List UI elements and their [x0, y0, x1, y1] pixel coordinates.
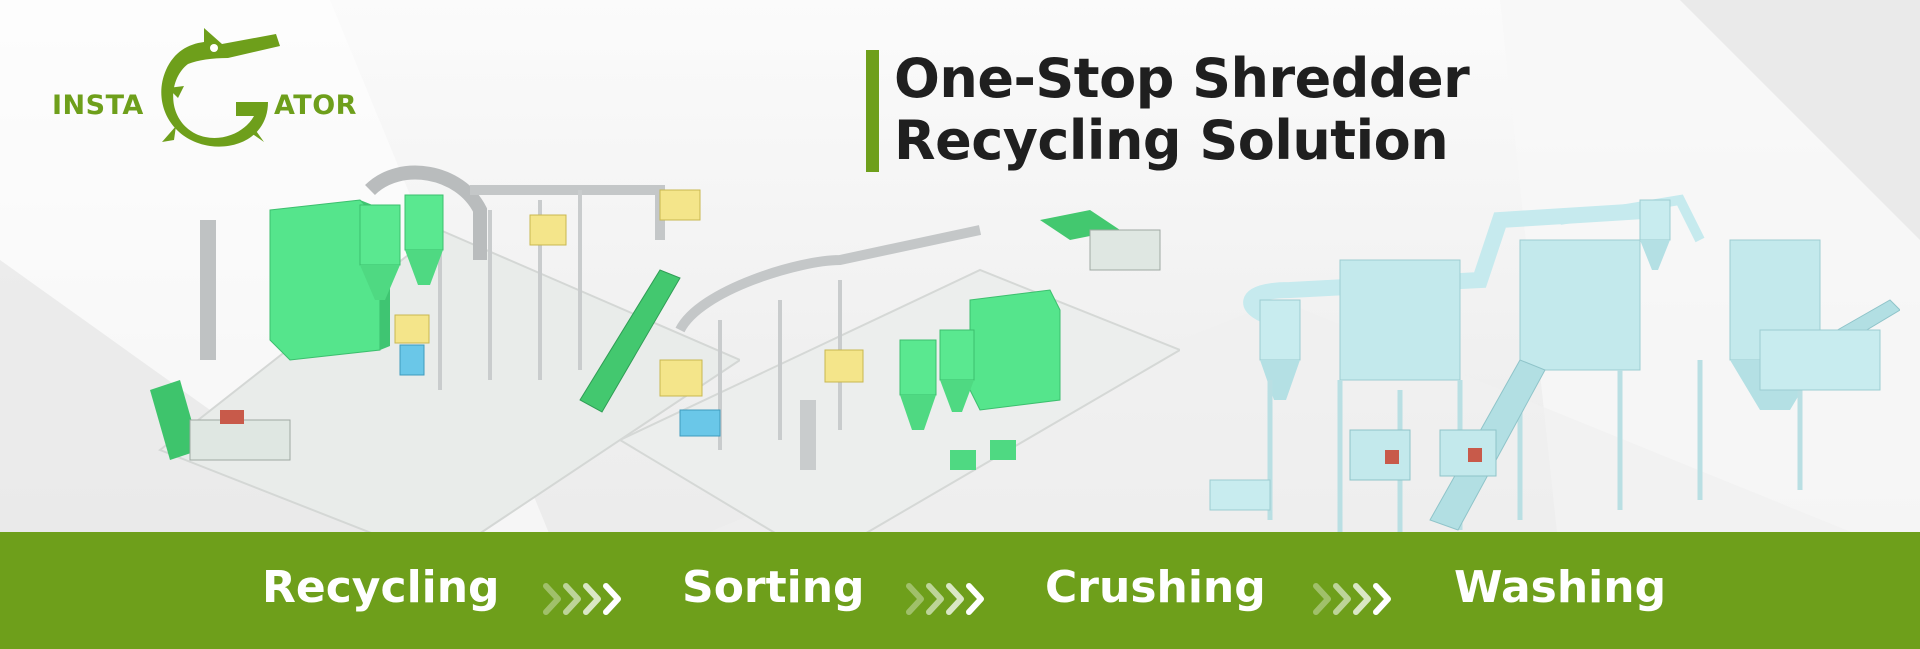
step-washing: Washing [1454, 562, 1667, 613]
step-crushing: Crushing [1045, 562, 1266, 613]
brand-text-insta: INSTA [52, 90, 144, 121]
chevrons-right-icon [1313, 583, 1391, 615]
chevrons-right-icon [543, 583, 621, 615]
process-bar: Recycling Sorting Crushing [0, 532, 1920, 649]
chevrons-right-icon [906, 583, 984, 615]
headline-line-1: One-Stop Shredder [894, 47, 1470, 110]
brand-logo[interactable]: INSTA ATOR [48, 24, 368, 154]
green-sorting-line [620, 210, 1180, 562]
headline-line-2: Recycling Solution [894, 109, 1449, 172]
headline-title: One-Stop Shredder Recycling Solution [894, 47, 1470, 172]
gator-icon [161, 28, 280, 147]
green-shredder-line [150, 165, 740, 560]
headline-accent-bar [866, 50, 879, 172]
brand-text-ator: ATOR [274, 90, 357, 121]
step-recycling: Recycling [262, 562, 500, 613]
blue-washing-line [1209, 194, 1900, 550]
step-sorting: Sorting [682, 562, 865, 613]
